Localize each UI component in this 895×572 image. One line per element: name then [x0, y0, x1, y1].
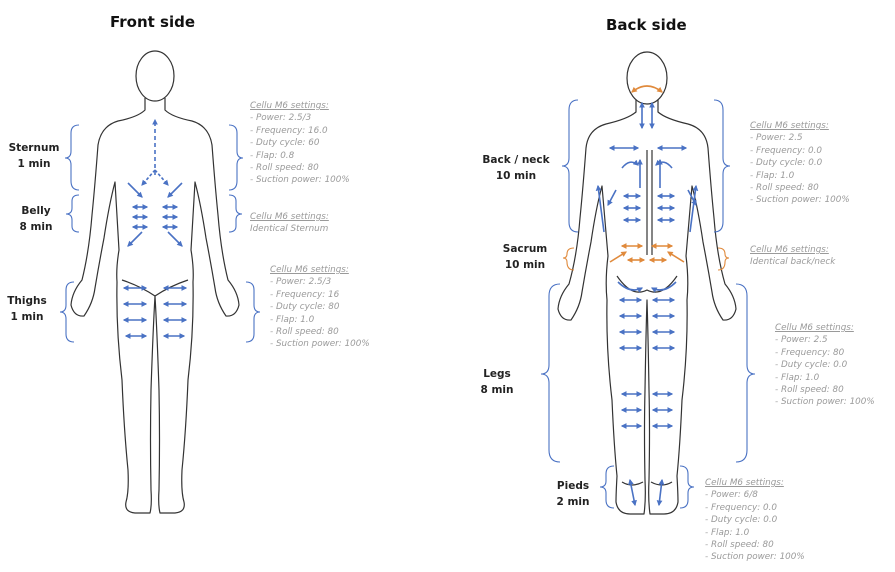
zone-duration: 8 min	[472, 382, 522, 398]
zone-duration: 10 min	[474, 168, 558, 184]
settings-header: Cellu M6 settings:	[705, 477, 805, 489]
settings-back-neck: Cellu M6 settings: - Power: 2.5 - Freque…	[750, 120, 850, 207]
settings-line: - Power: 2.5/3	[270, 276, 370, 288]
zone-duration: 8 min	[6, 219, 66, 235]
back-feet-arrows	[630, 480, 662, 505]
settings-belly: Cellu M6 settings: Identical Sternum	[250, 211, 329, 236]
settings-header: Cellu M6 settings:	[270, 264, 370, 276]
front-body-outline	[71, 51, 239, 513]
zone-name: Back / neck	[474, 152, 558, 168]
back-braces	[541, 100, 755, 508]
settings-line: - Suction power: 100%	[270, 338, 370, 350]
zone-label-thighs: Thighs 1 min	[0, 293, 54, 325]
settings-line: - Duty cycle: 0.0	[705, 514, 805, 526]
settings-line: - Suction power: 100%	[705, 551, 805, 563]
zone-name: Belly	[6, 203, 66, 219]
settings-sacrum: Cellu M6 settings: Identical back/neck	[750, 244, 835, 269]
zone-name: Sacrum	[494, 241, 556, 257]
settings-line: - Duty cycle: 60	[250, 137, 350, 149]
zone-name: Thighs	[0, 293, 54, 309]
zone-duration: 1 min	[2, 156, 66, 172]
settings-line: - Roll speed: 80	[250, 162, 350, 174]
settings-header: Cellu M6 settings:	[750, 120, 850, 132]
zone-label-pieds: Pieds 2 min	[548, 478, 598, 510]
settings-line: - Power: 2.5	[775, 334, 875, 346]
settings-line: - Roll speed: 80	[270, 326, 370, 338]
front-belly-arrows	[128, 183, 182, 246]
zone-label-belly: Belly 8 min	[6, 203, 66, 235]
zone-duration: 1 min	[0, 309, 54, 325]
settings-legs: Cellu M6 settings: - Power: 2.5 - Freque…	[775, 322, 875, 409]
settings-line: - Duty cycle: 0.0	[750, 157, 850, 169]
zone-name: Pieds	[548, 478, 598, 494]
settings-line: - Duty cycle: 80	[270, 301, 370, 313]
settings-line: - Flap: 1.0	[705, 527, 805, 539]
zone-name: Legs	[472, 366, 522, 382]
settings-line: - Power: 2.5	[750, 132, 850, 144]
settings-line: - Roll speed: 80	[750, 182, 850, 194]
front-side-title: Front side	[110, 13, 195, 31]
settings-header: Cellu M6 settings:	[775, 322, 875, 334]
zone-duration: 10 min	[494, 257, 556, 273]
settings-thighs: Cellu M6 settings: - Power: 2.5/3 - Freq…	[270, 264, 370, 351]
settings-line: Identical back/neck	[750, 256, 835, 268]
settings-line: - Flap: 1.0	[775, 372, 875, 384]
settings-header: Cellu M6 settings:	[250, 211, 329, 223]
settings-line: - Frequency: 80	[775, 347, 875, 359]
zone-label-back-neck: Back / neck 10 min	[474, 152, 558, 184]
settings-line: - Roll speed: 80	[705, 539, 805, 551]
settings-line: - Suction power: 100%	[775, 396, 875, 408]
zone-label-sternum: Sternum 1 min	[2, 140, 66, 172]
settings-line: - Frequency: 0.0	[750, 145, 850, 157]
settings-line: - Flap: 0.8	[250, 150, 350, 162]
settings-line: - Power: 2.5/3	[250, 112, 350, 124]
settings-line: - Power: 6/8	[705, 489, 805, 501]
settings-line: - Frequency: 16.0	[250, 125, 350, 137]
settings-line: - Flap: 1.0	[270, 314, 370, 326]
front-sternum-arrows	[142, 120, 168, 185]
back-body-outline	[558, 52, 736, 514]
settings-line: Identical Sternum	[250, 223, 329, 235]
front-thigh-arrows	[124, 288, 186, 336]
zone-name: Sternum	[2, 140, 66, 156]
settings-line: - Suction power: 100%	[750, 194, 850, 206]
zone-label-sacrum: Sacrum 10 min	[494, 241, 556, 273]
settings-header: Cellu M6 settings:	[250, 100, 350, 112]
settings-line: - Frequency: 16	[270, 289, 370, 301]
zone-duration: 2 min	[548, 494, 598, 510]
settings-sternum: Cellu M6 settings: - Power: 2.5/3 - Freq…	[250, 100, 350, 187]
settings-line: - Frequency: 0.0	[705, 502, 805, 514]
settings-line: - Roll speed: 80	[775, 384, 875, 396]
settings-pieds: Cellu M6 settings: - Power: 6/8 - Freque…	[705, 477, 805, 564]
zone-label-legs: Legs 8 min	[472, 366, 522, 398]
settings-header: Cellu M6 settings:	[750, 244, 835, 256]
back-side-title: Back side	[606, 16, 687, 34]
settings-line: - Flap: 1.0	[750, 170, 850, 182]
settings-line: - Duty cycle: 0.0	[775, 359, 875, 371]
settings-line: - Suction power: 100%	[250, 174, 350, 186]
